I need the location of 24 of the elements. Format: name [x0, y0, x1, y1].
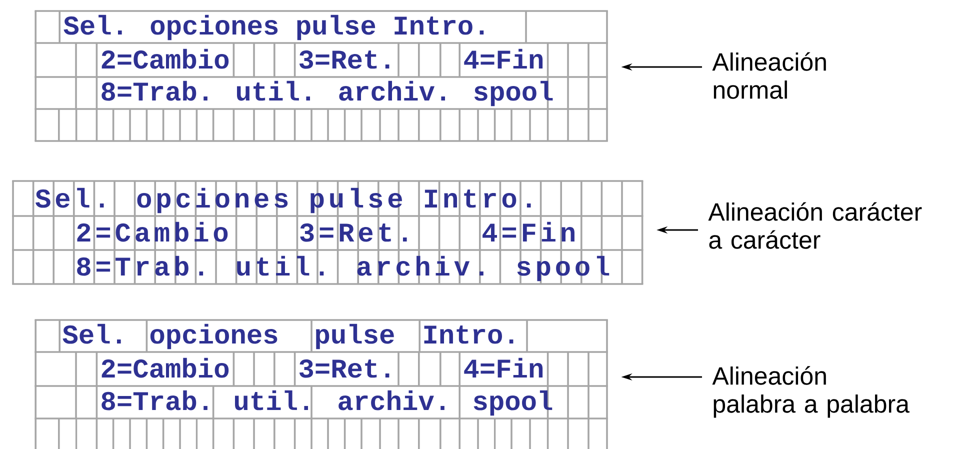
grid-text: 4=Fin [482, 222, 574, 242]
grid-text: 2=Cambio [102, 48, 229, 69]
grid-text: Intro. [424, 326, 514, 344]
alignment-label: Alineación normal [712, 52, 826, 99]
grid-text: util. [235, 390, 308, 410]
grid-text: spool [474, 390, 552, 416]
grid-text: 4=Fin [464, 358, 543, 378]
grid-text: 3=Ret. [300, 223, 407, 242]
grid-text: Sel. [62, 324, 121, 344]
grid-text: Sel. opciones pulse Intro. [36, 188, 531, 214]
grid-text: 2=Cambio [77, 222, 228, 242]
grid-text: 3=Ret. [299, 359, 390, 378]
grid-text: 2=Cambio [102, 358, 229, 378]
grid-text: 8=Trab. [102, 390, 208, 410]
alignment-label: Alineación palabra a palabra [712, 366, 910, 418]
grid-text: pulse [316, 324, 394, 350]
grid-text: opciones [150, 324, 278, 350]
grid-text: 8=Trab. util. archiv. spool [102, 80, 553, 106]
grid-text: 8=Trab. util. archiv. spool [77, 256, 610, 282]
alignment-label: Alineación carácter a carácter [708, 202, 922, 249]
grid-text: 3=Ret. [299, 50, 390, 69]
grid-text: archiv. [338, 390, 444, 410]
grid-text: 4=Fin [464, 48, 543, 68]
grid-text: Sel. opciones pulse Intro. [64, 14, 484, 40]
